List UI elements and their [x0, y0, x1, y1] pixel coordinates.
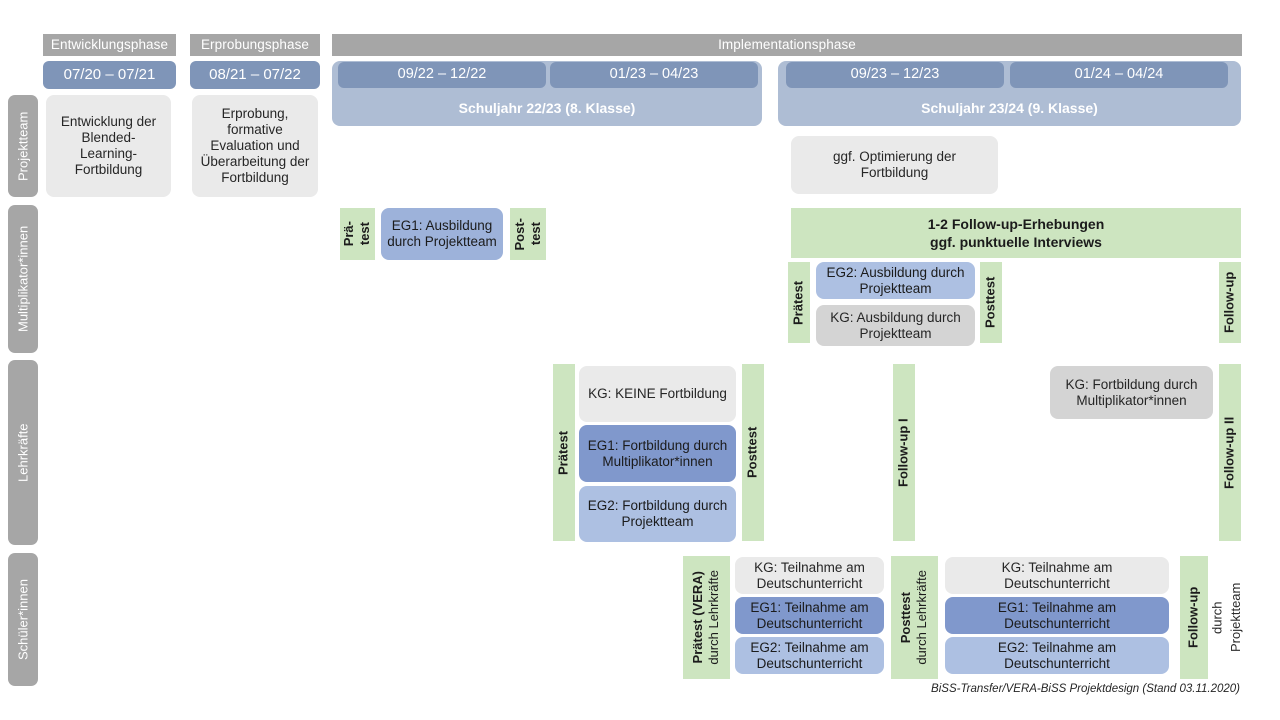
praetest-line1: Prä-: [341, 221, 357, 247]
praetest-multiplikatoren: Prä- test: [340, 208, 375, 260]
followup-schueler-sub-projektteam: Projektteam: [1227, 582, 1243, 653]
date-chip-0720-0721: 07/20 – 07/21: [43, 61, 176, 89]
card-kg-teilnahme-1: KG: Teilnahme am Deutschunterricht: [735, 557, 884, 594]
card-eg2-teilnahme-1: EG2: Teilnahme am Deutschunterricht: [735, 637, 884, 674]
followup-banner-line2: ggf. punktuelle Interviews: [930, 234, 1102, 250]
phase-header-entwicklungsphase: Entwicklungsphase: [43, 34, 176, 56]
row-label-multiplikatorinnen: Multiplikator*innen: [8, 205, 38, 353]
followup-schueler-sub-durch: durch: [1209, 601, 1225, 634]
posttest-lehrkraefte: Posttest: [742, 364, 764, 541]
followup-erhebungen-banner: 1-2 Follow-up-Erhebungen ggf. punktuelle…: [791, 208, 1241, 258]
praetest-vera-schueler: Prätest (VERA) durch Lehrkräfte: [683, 556, 730, 679]
card-eg1-teilnahme-1: EG1: Teilnahme am Deutschunterricht: [735, 597, 884, 634]
posttest-multiplikatoren-2: Posttest: [980, 262, 1002, 343]
praetest-vera-bold: Prätest (VERA): [690, 571, 706, 664]
card-optimierung-fortbildung: ggf. Optimierung der Fortbildung: [791, 136, 998, 194]
date-chip-0124-0424: 01/24 – 04/24: [1010, 62, 1228, 88]
praetest-line2: test: [357, 222, 372, 246]
card-eg2-fortbildung-projektteam: EG2: Fortbildung durch Projektteam: [579, 486, 736, 542]
row-label-lehrkraefte: Lehrkräfte: [8, 360, 38, 545]
date-chip-0922-1222: 09/22 – 12/22: [338, 62, 546, 88]
praetest-multiplikatoren-2: Prätest: [788, 262, 810, 343]
posttest-line1: Post-: [511, 217, 527, 251]
praetest-lehrkraefte: Prätest: [553, 364, 575, 541]
followup-multiplikatoren: Follow-up: [1219, 262, 1241, 343]
date-chip-0923-1223: 09/23 – 12/23: [786, 62, 1004, 88]
phase-header-erprobungsphase: Erprobungsphase: [190, 34, 320, 56]
card-eg2-teilnahme-2: EG2: Teilnahme am Deutschunterricht: [945, 637, 1169, 674]
row-label-projektteam: Projektteam: [8, 95, 38, 197]
followup-banner-line1: 1-2 Follow-up-Erhebungen: [927, 215, 1105, 232]
card-eg1-fortbildung-multiplikatoren: EG1: Fortbildung durch Multiplikator*inn…: [579, 425, 736, 482]
posttest-multiplikatoren: Post- test: [510, 208, 546, 260]
row-label-schuelerinnen: Schüler*innen: [8, 553, 38, 686]
card-kg-ausbildung-projektteam: KG: Ausbildung durch Projektteam: [816, 305, 975, 346]
followup-1-lehrkraefte: Follow-up I: [893, 364, 915, 541]
card-kg-keine-fortbildung: KG: KEINE Fortbildung: [579, 366, 736, 422]
footer-caption: BiSS-Transfer/VERA-BiSS Projektdesign (S…: [931, 683, 1240, 695]
followup-schueler: Follow-up: [1180, 556, 1208, 679]
card-kg-teilnahme-2: KG: Teilnahme am Deutschunterricht: [945, 557, 1169, 594]
phase-header-implementationsphase: Implementationsphase: [332, 34, 1242, 56]
card-eg1-ausbildung-projektteam: EG1: Ausbildung durch Projektteam: [381, 208, 503, 260]
followup-2-lehrkraefte: Follow-up II: [1219, 364, 1241, 541]
card-kg-fortbildung-multiplikatoren: KG: Fortbildung durch Multiplikator*inne…: [1050, 366, 1213, 419]
posttest-schueler-bold: Posttest: [898, 591, 914, 644]
card-eg1-teilnahme-2: EG1: Teilnahme am Deutschunterricht: [945, 597, 1169, 634]
card-entwicklung-fortbildung: Entwicklung der Blended-Learning-Fortbil…: [46, 95, 171, 197]
posttest-line2: test: [527, 222, 543, 246]
date-chip-0123-0423: 01/23 – 04/23: [550, 62, 758, 88]
praetest-vera-sub: durch Lehrkräfte: [706, 570, 721, 665]
date-chip-0821-0722: 08/21 – 07/22: [190, 61, 320, 89]
posttest-schueler: Posttest durch Lehrkräfte: [891, 556, 938, 679]
card-erprobung-evaluation: Erprobung, formative Evaluation und Über…: [192, 95, 318, 197]
posttest-schueler-sub: durch Lehrkräfte: [914, 570, 929, 665]
card-eg2-ausbildung-projektteam: EG2: Ausbildung durch Projektteam: [816, 262, 975, 299]
